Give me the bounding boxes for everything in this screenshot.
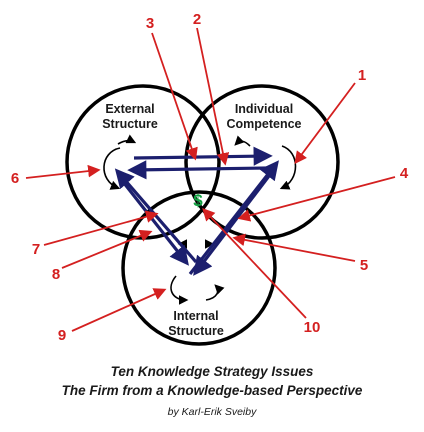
callout-arrow-10	[202, 208, 307, 319]
callout-number-5: 5	[360, 257, 368, 274]
internal-cycle-arrows	[170, 239, 225, 305]
flow-arrow-int-to-ext	[114, 168, 198, 264]
callout-number-8: 8	[52, 266, 60, 283]
callout-number-4: 4	[400, 165, 409, 182]
callout-arrow-3	[151, 32, 198, 161]
callout-arrows	[25, 27, 396, 332]
flow-arrow-ext-to-int-a	[118, 177, 189, 266]
external-cycle-arrows	[103, 134, 137, 190]
flow-arrow-ind-to-ext	[127, 160, 269, 180]
internal-structure-label-line1: Internal	[173, 309, 218, 323]
flow-arrow-int-to-ind	[188, 160, 279, 275]
callout-number-2: 2	[193, 11, 201, 28]
callout-number-1: 1	[358, 67, 366, 84]
callout-number-7: 7	[32, 241, 40, 258]
flow-arrow-ext-to-ind	[133, 146, 273, 166]
callout-arrow-7	[43, 210, 159, 246]
caption-title: Ten Knowledge Strategy Issues	[110, 364, 314, 379]
callout-number-6: 6	[11, 170, 19, 187]
callout-number-3: 3	[146, 15, 154, 32]
individual-competence-circle	[184, 84, 340, 240]
value-dollar-symbol: $	[193, 191, 203, 210]
callout-arrow-9	[71, 288, 167, 332]
callout-arrow-8	[61, 229, 153, 269]
internal-structure-circle	[121, 190, 277, 346]
callout-arrow-4	[237, 176, 396, 222]
individual-competence-label-line1: Individual	[235, 102, 293, 116]
external-structure-label-line2: Structure	[102, 117, 158, 131]
callout-arrow-6	[25, 164, 101, 179]
flow-arrow-ind-to-int	[193, 171, 274, 276]
callout-number-10: 10	[304, 319, 321, 336]
caption-subtitle: The Firm from a Knowledge-based Perspect…	[61, 383, 363, 398]
external-structure-label-line1: External	[105, 102, 154, 116]
individual-cycle-arrows	[234, 135, 297, 190]
individual-competence-label-line2: Competence	[226, 117, 301, 131]
internal-structure-label-line2: Structure	[168, 324, 224, 338]
callout-arrow-1	[294, 82, 356, 165]
caption-author: by Karl-Erik Sveiby	[167, 406, 257, 418]
callout-arrow-5	[232, 233, 356, 262]
callout-arrow-2	[196, 27, 230, 166]
callout-number-9: 9	[58, 327, 66, 344]
